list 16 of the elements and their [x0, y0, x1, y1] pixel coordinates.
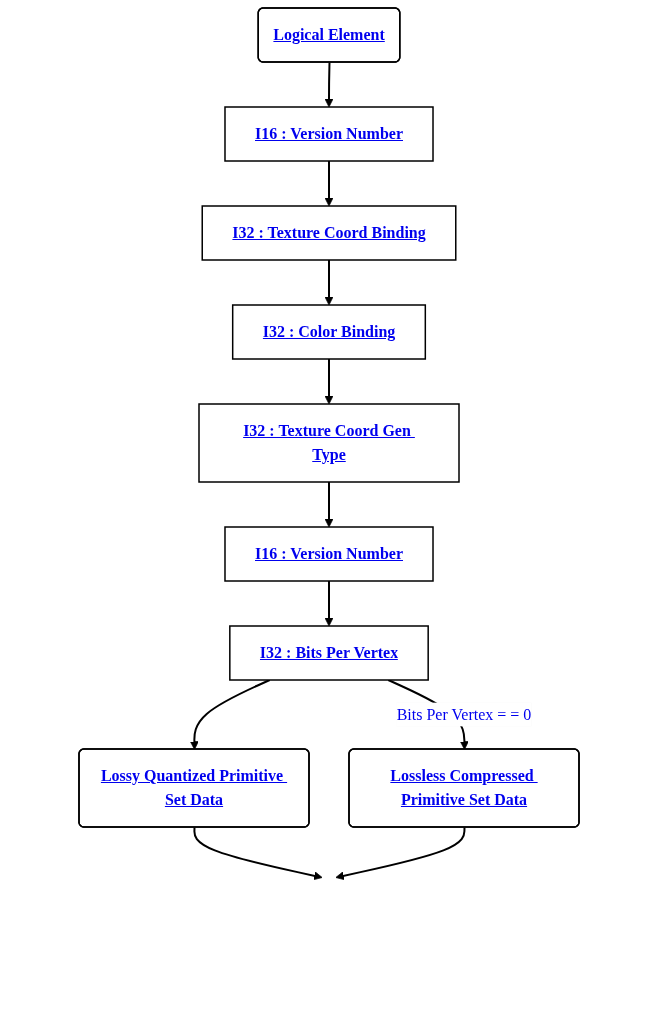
arrow: [324, 580, 333, 627]
node-box: I32 : Color Binding: [231, 304, 426, 360]
arrow: [192, 826, 323, 881]
arrow: [324, 481, 333, 528]
node-box: I16 : Version Number: [223, 526, 434, 582]
arrow: [334, 826, 465, 881]
edge-label: Bits Per Vertex = = 0: [396, 705, 531, 723]
node-box: I32 : Texture Coord Gen Type: [197, 403, 460, 483]
arrow: [324, 358, 333, 405]
arrow: [324, 61, 333, 108]
node-box: I32 : Bits Per Vertex: [228, 625, 429, 681]
arrow: [189, 679, 271, 750]
arrow: [324, 160, 333, 207]
arrow: [324, 259, 333, 306]
node-box: I16 : Version Number: [223, 106, 434, 162]
node-box: I32 : Texture Coord Binding: [201, 205, 456, 261]
